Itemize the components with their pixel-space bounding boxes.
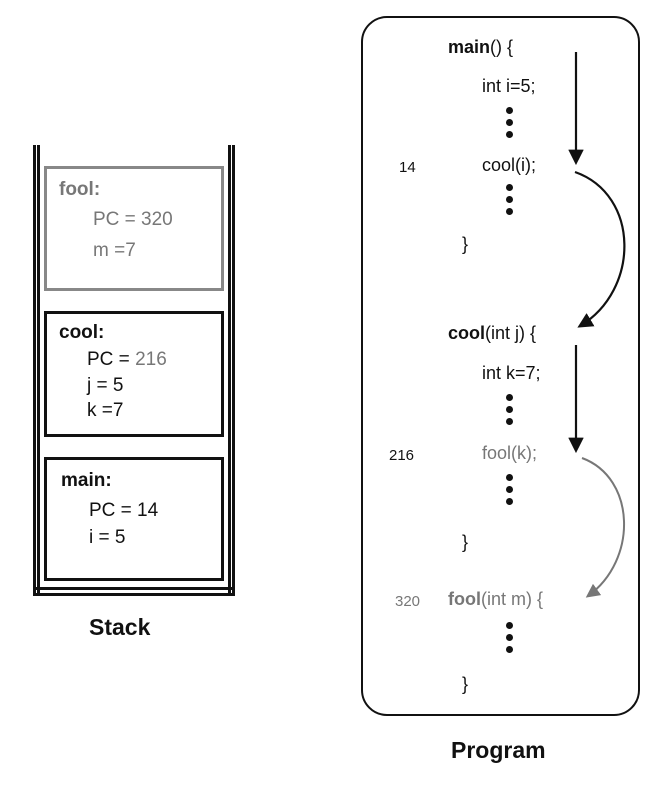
main-signature: main() { <box>448 37 513 58</box>
code-line: int k=7; <box>482 363 541 383</box>
line-number: 320 <box>395 593 421 610</box>
frame-title: cool: <box>59 322 105 343</box>
stack-frame-main: main: PC = 14 i = 5 <box>44 457 224 581</box>
frame-pc: PC = 320 <box>93 209 173 230</box>
function-params: (int j) { <box>485 323 537 343</box>
code-line: int i=5; <box>482 76 536 96</box>
frame-pc: PC = 14 <box>89 500 159 521</box>
ellipsis-dots <box>506 394 513 430</box>
function-params: (int m) { <box>481 589 544 609</box>
function-name: cool <box>448 323 486 343</box>
frame-var: j = 5 <box>87 375 124 396</box>
program-caption: Program <box>451 737 546 763</box>
closing-brace: } <box>462 674 469 694</box>
fool-signature: fool(int m) { <box>448 589 543 610</box>
closing-brace: } <box>462 532 469 552</box>
call-line: fool(k); <box>482 443 538 463</box>
stack-wall-left <box>33 145 40 596</box>
stack-caption: Stack <box>89 614 151 640</box>
function-name: fool <box>448 589 481 609</box>
frame-pc-label: PC = <box>87 349 136 370</box>
ellipsis-dots <box>506 622 513 658</box>
frame-title: fool: <box>59 179 101 200</box>
stack-wall-right <box>228 145 235 596</box>
call-line: cool(i); <box>482 155 537 175</box>
function-name: main <box>448 37 491 57</box>
ellipsis-dots <box>506 184 513 220</box>
frame-pc: PC = 216 <box>87 349 167 371</box>
stack-frame-cool: cool: PC = 216 j = 5 k =7 <box>44 311 224 437</box>
ellipsis-dots <box>506 474 513 510</box>
program-box <box>361 16 640 716</box>
frame-var: m =7 <box>93 240 136 261</box>
ellipsis-dots <box>506 107 513 143</box>
cool-signature: cool(int j) { <box>448 323 536 344</box>
frame-pc-value: 216 <box>135 349 167 370</box>
line-number: 216 <box>389 447 415 464</box>
stack-frame-fool: fool: PC = 320 m =7 <box>44 166 224 291</box>
line-number: 14 <box>399 159 416 176</box>
function-params: () { <box>490 37 514 57</box>
frame-title: main: <box>61 470 112 491</box>
frame-var: i = 5 <box>89 527 126 548</box>
frame-var: k =7 <box>87 400 124 421</box>
stack-bottom <box>33 587 235 596</box>
closing-brace: } <box>462 234 469 254</box>
